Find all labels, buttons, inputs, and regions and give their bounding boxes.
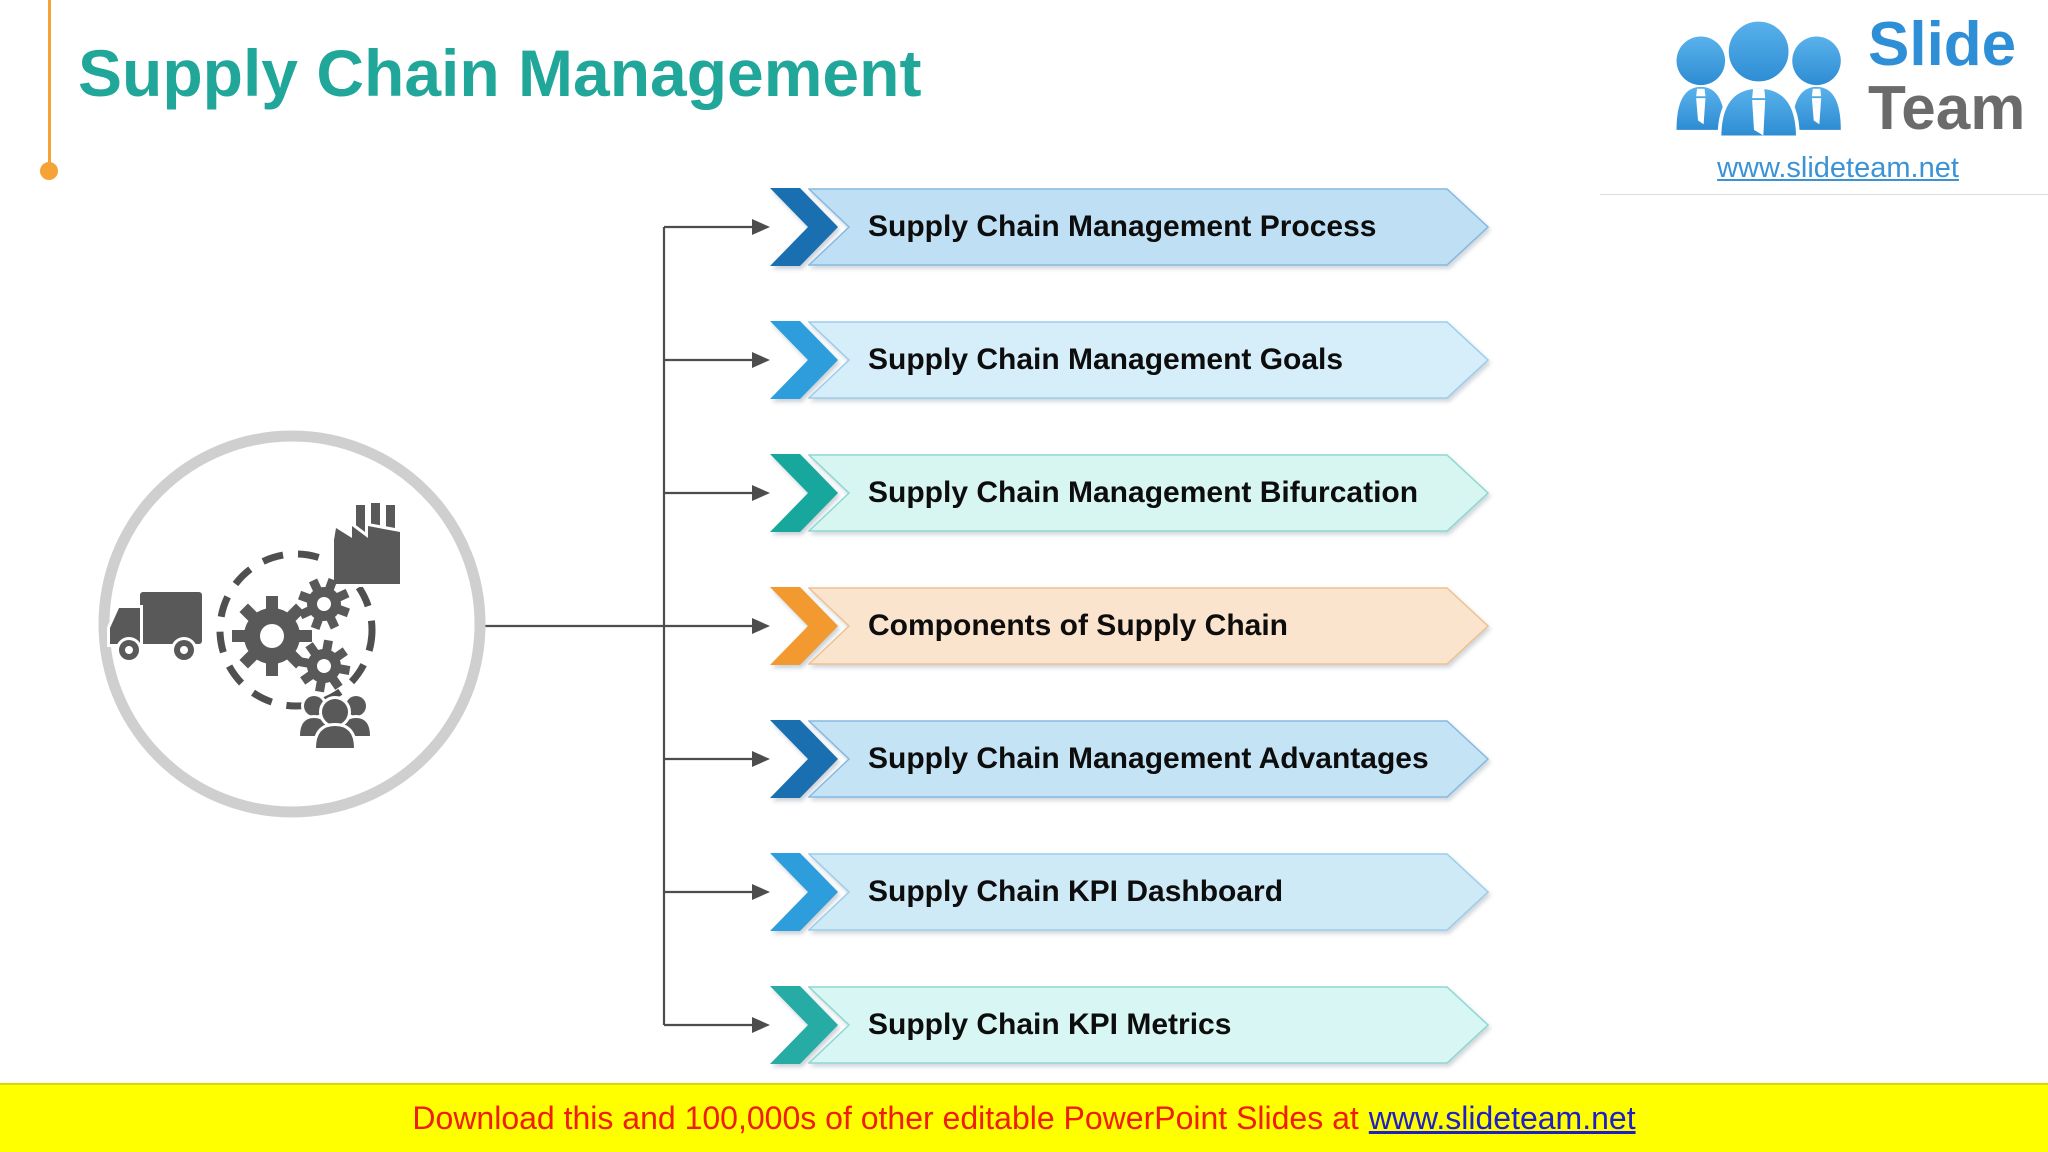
- banner-label: Supply Chain KPI Metrics: [868, 1008, 1232, 1041]
- dashed-cycle-circle: [216, 550, 376, 710]
- footer-bar: Download this and 100,000s of other edit…: [0, 1083, 2048, 1152]
- banner-shape: [808, 321, 1490, 399]
- banner-chevron-icon: [770, 188, 838, 266]
- banner-chevron-icon: [770, 986, 838, 1064]
- banner-shape: [808, 188, 1490, 266]
- banner-chevron-icon: [770, 853, 838, 931]
- factory-icon: [331, 500, 403, 587]
- banner-shape: [808, 986, 1490, 1064]
- banner-chevron-icon: [770, 587, 838, 665]
- banner-label: Components of Supply Chain: [868, 609, 1288, 642]
- logo-text-team: Team: [1868, 74, 2026, 143]
- banner-chevron-icon: [770, 720, 838, 798]
- page-title: Supply Chain Management: [78, 36, 922, 110]
- connector-lines: [485, 219, 770, 1033]
- banner-row-advantages[interactable]: Supply Chain Management Advantages: [770, 720, 1500, 798]
- hub-circle-icon: [98, 430, 486, 818]
- banner-label: Supply Chain KPI Dashboard: [868, 875, 1284, 908]
- banner-label: Supply Chain Management Advantages: [868, 742, 1429, 775]
- logo-url-link[interactable]: www.slideteam.net: [1717, 152, 1959, 184]
- banner-shape: [808, 587, 1490, 665]
- banner-chevron-icon: [770, 454, 838, 532]
- banner-row-components[interactable]: Components of Supply Chain: [770, 587, 1500, 665]
- banner-row-bifurcation[interactable]: Supply Chain Management Bifurcation: [770, 454, 1500, 532]
- slideteam-logo: Slide Team www.slideteam.net: [1650, 6, 2048, 196]
- logo-people-icon: [1676, 17, 1841, 140]
- banner-row-process[interactable]: Supply Chain Management Process: [770, 188, 1500, 266]
- banner-label: Supply Chain Management Bifurcation: [868, 476, 1419, 509]
- banner-shape: [808, 853, 1490, 931]
- footer-text: Download this and 100,000s of other edit…: [412, 1100, 1359, 1136]
- accent-line: [48, 0, 51, 166]
- banner-chevron-icon: [770, 321, 838, 399]
- gear-icon: [232, 578, 351, 693]
- truck-icon: [107, 589, 205, 663]
- banner-shape: [808, 454, 1490, 532]
- people-icon: [296, 693, 374, 751]
- banner-label: Supply Chain Management Goals: [868, 343, 1344, 376]
- banner-label: Supply Chain Management Process: [868, 210, 1377, 243]
- branch-arrows: [664, 219, 770, 1033]
- footer-link[interactable]: www.slideteam.net: [1368, 1100, 1636, 1136]
- banner-row-goals[interactable]: Supply Chain Management Goals: [770, 321, 1500, 399]
- banner-row-kpi-dashboard[interactable]: Supply Chain KPI Dashboard: [770, 853, 1500, 931]
- banner-shape: [808, 720, 1490, 798]
- accent-dot-icon: [40, 162, 58, 180]
- logo-divider-line: [1600, 194, 2048, 195]
- logo-text-slide: Slide: [1868, 10, 2017, 79]
- banner-row-kpi-metrics[interactable]: Supply Chain KPI Metrics: [770, 986, 1500, 1064]
